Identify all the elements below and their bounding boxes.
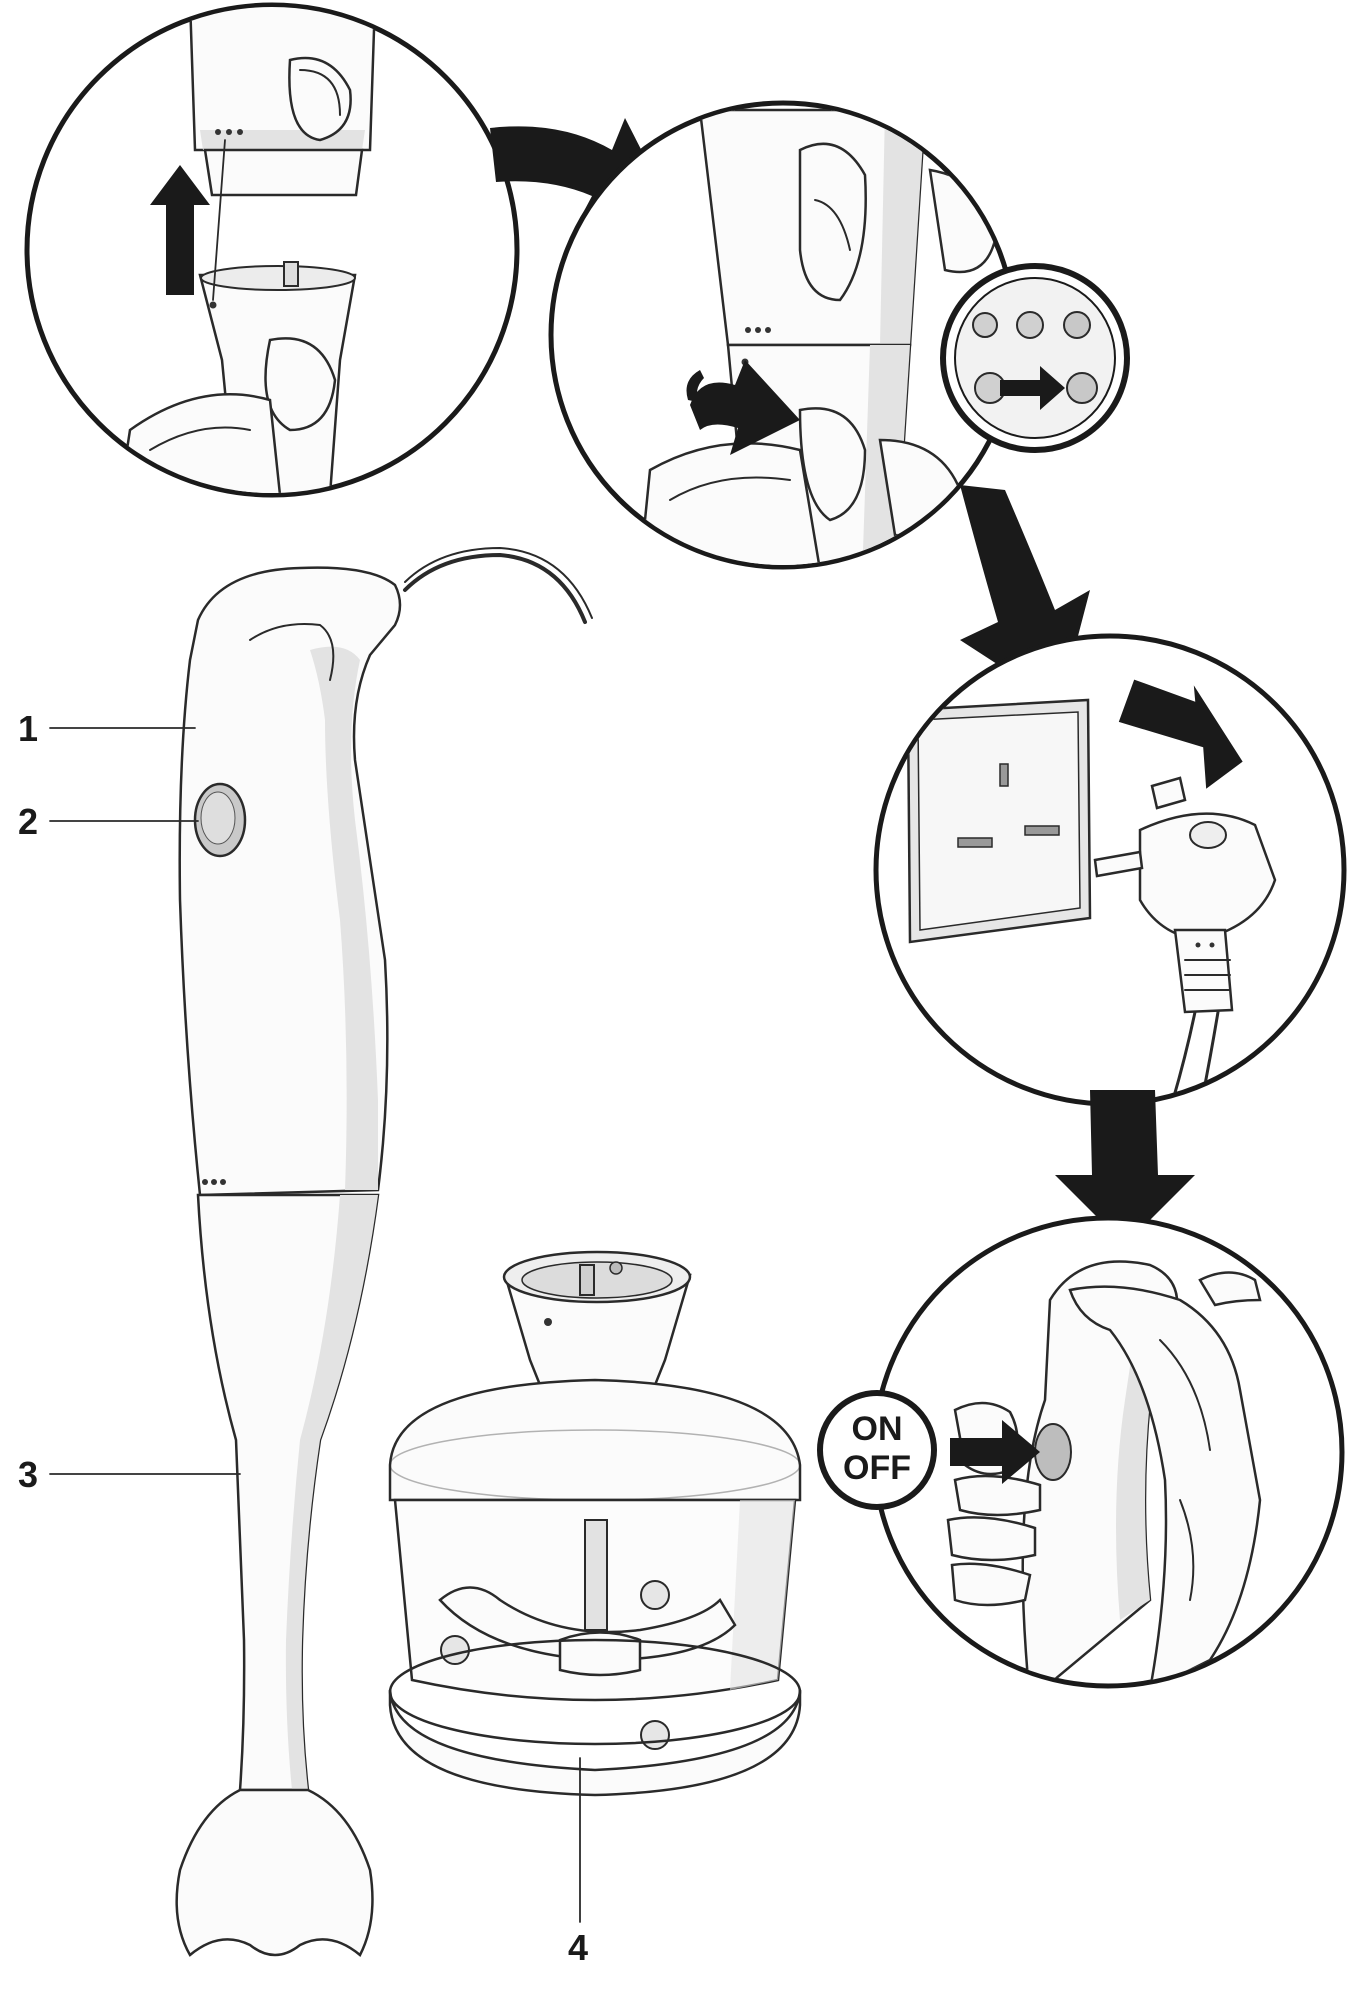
- chopper-attachment: [388, 1250, 802, 1797]
- flow-arrow-3-icon: [1055, 1090, 1195, 1245]
- part-label-3: 3: [18, 1454, 38, 1495]
- step-lock-circle: [548, 100, 1018, 570]
- step-plug-circle: [873, 633, 1347, 1107]
- step-detach-circle: [24, 2, 520, 498]
- part-callouts: 1 2 3 4: [18, 708, 588, 1968]
- off-label: OFF: [843, 1449, 911, 1487]
- hand-blender: [175, 547, 593, 1957]
- blender-foot: [175, 1788, 374, 1957]
- on-off-badge: ON OFF: [817, 1390, 937, 1510]
- on-label: ON: [852, 1410, 903, 1448]
- alignment-dots-inset: [940, 263, 1130, 453]
- step-switch-circle: [871, 1215, 1345, 1689]
- part-label-2: 2: [18, 801, 38, 842]
- part-label-4: 4: [568, 1927, 588, 1968]
- part-label-1: 1: [18, 708, 38, 749]
